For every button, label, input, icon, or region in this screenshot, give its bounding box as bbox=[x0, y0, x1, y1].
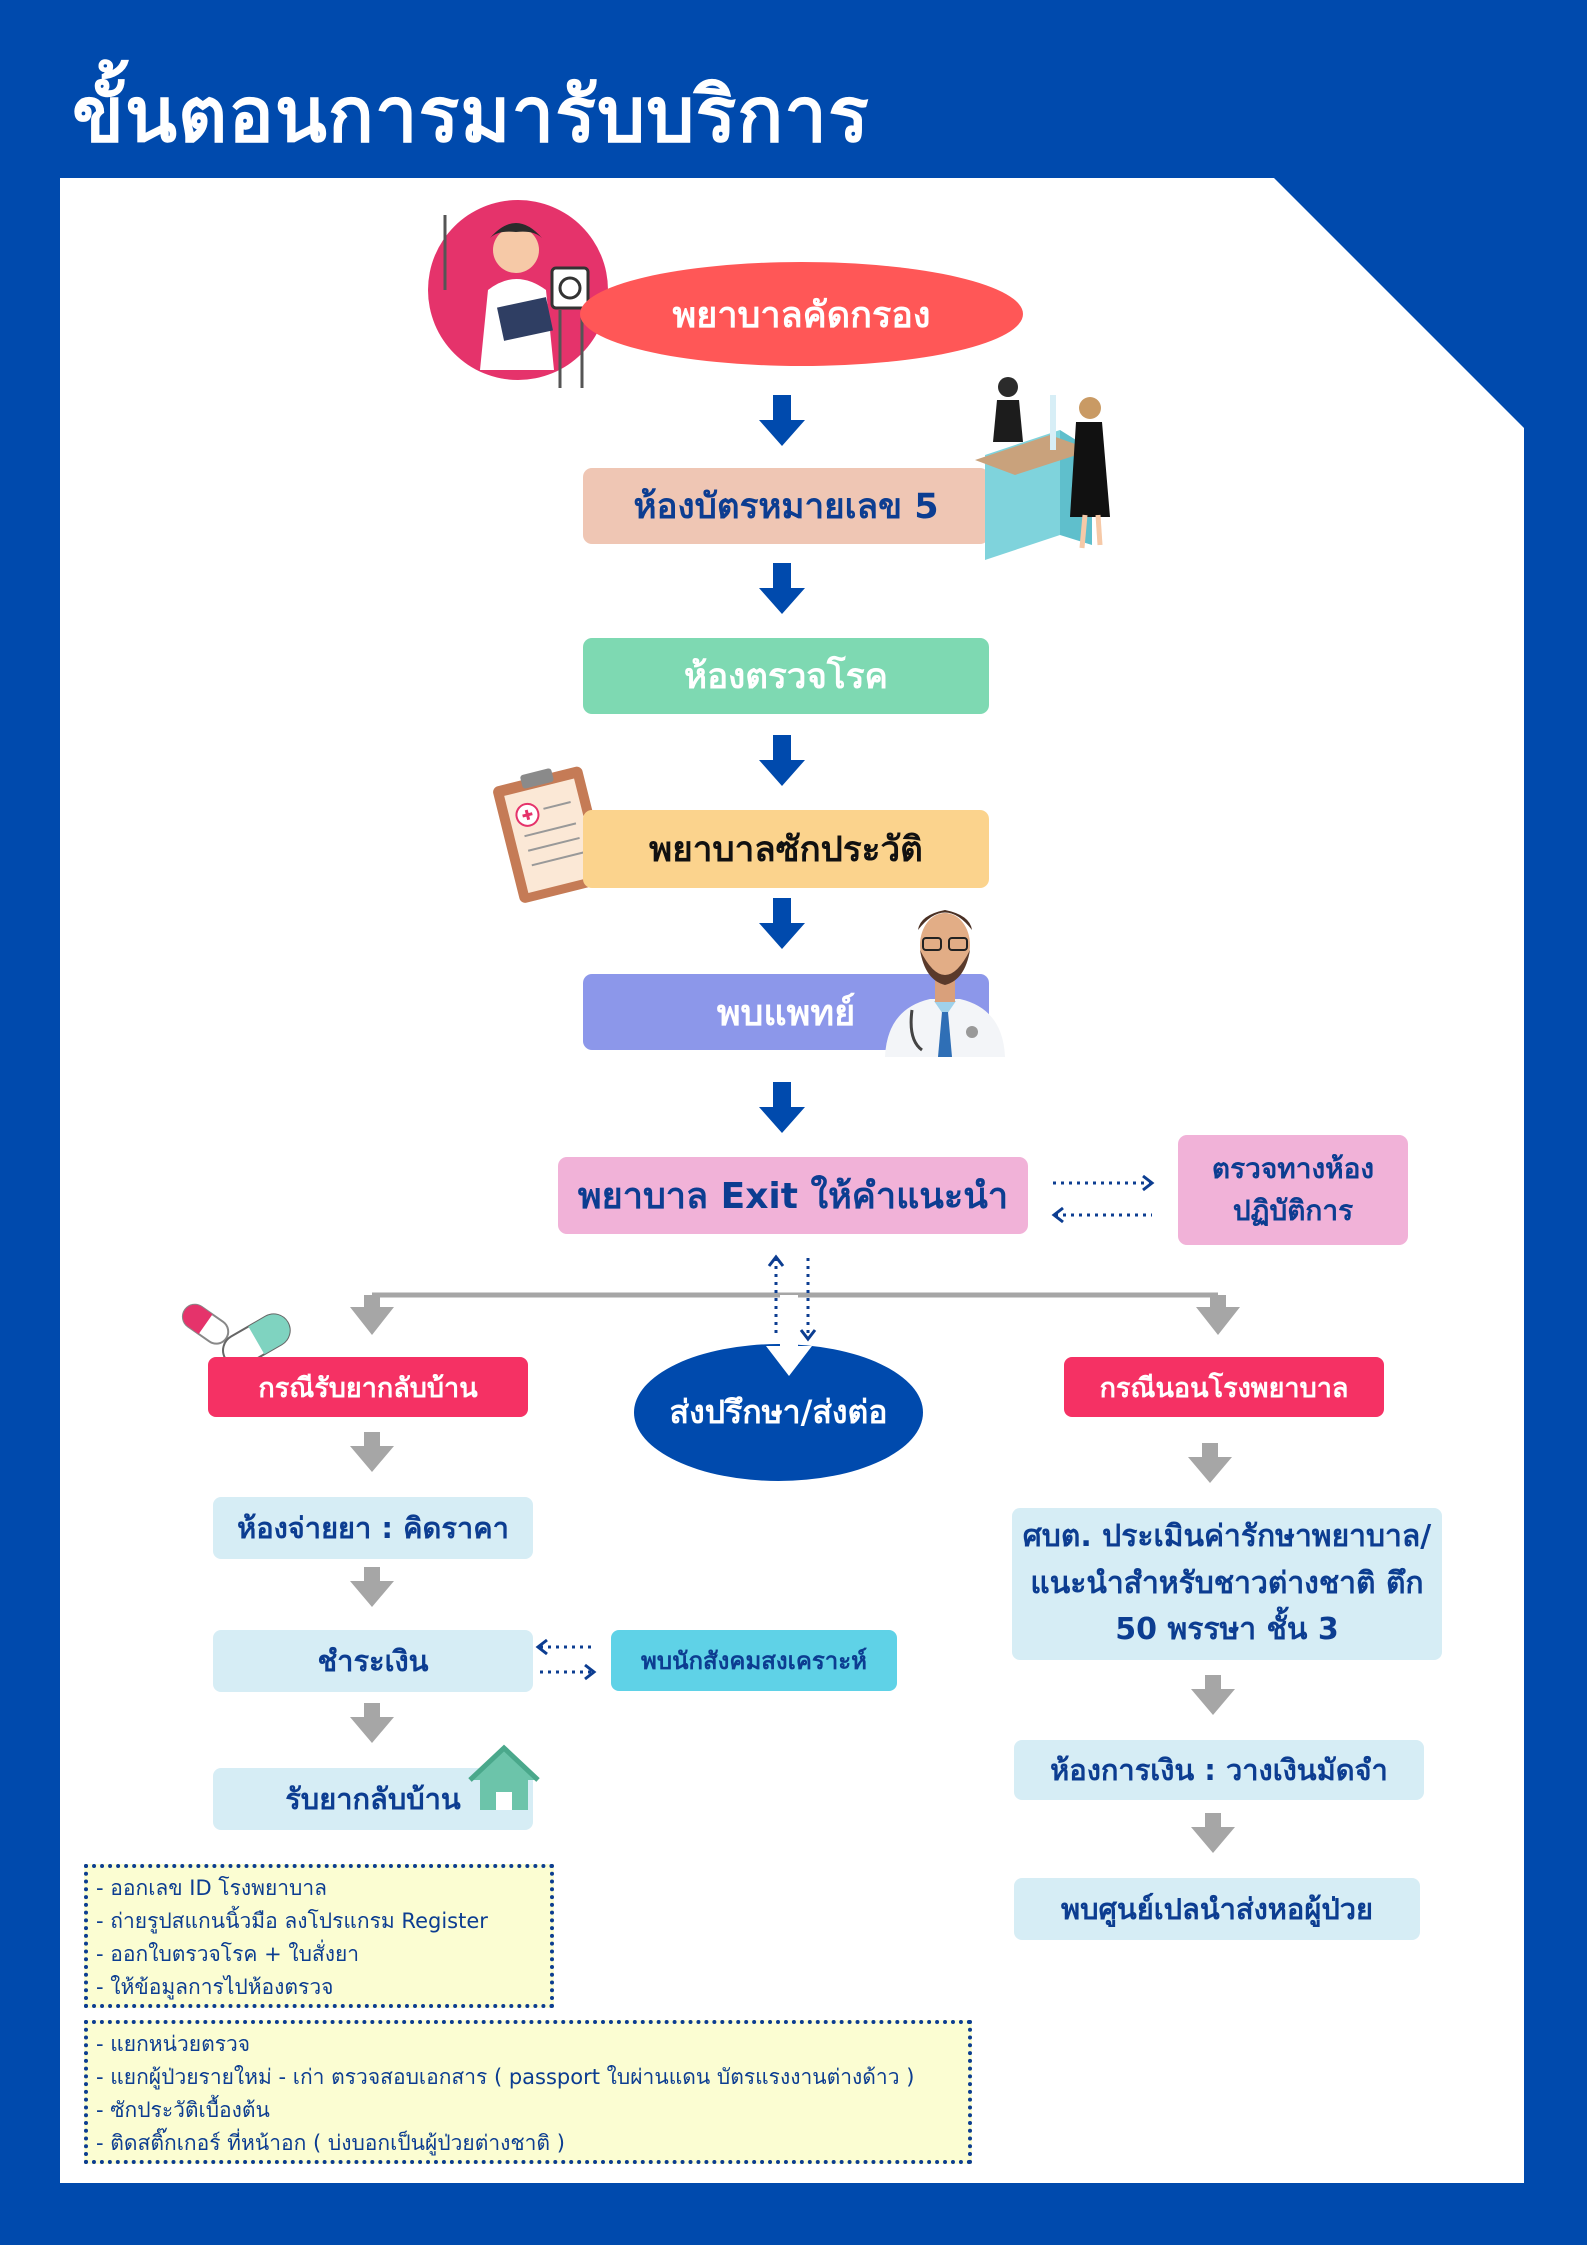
arrow-branch-right bbox=[1196, 1295, 1240, 1335]
note-item: - ถ่ายรูปสแกนนิ้วมือ ลงโปรแกรม Register bbox=[96, 1909, 488, 1933]
social-worker-step: พบนักสังคมสงเคราะห์ bbox=[611, 1630, 897, 1691]
arrow-branch-left bbox=[350, 1295, 394, 1335]
note-item: - ออกใบตรวจโรค + ใบสั่งยา bbox=[96, 1942, 360, 1966]
lab-step: ตรวจทางห้อง ปฏิบัติการ bbox=[1178, 1135, 1408, 1245]
note-item: - ให้ข้อมูลการไปห้องตรวจ bbox=[96, 1975, 334, 1999]
receive-home-label: รับยากลับบ้าน bbox=[285, 1782, 461, 1816]
card-room-notes: - ออกเลข ID โรงพยาบาล - ถ่ายรูปสแกนนิ้วม… bbox=[84, 1864, 554, 2008]
arrow-home-2 bbox=[350, 1567, 394, 1607]
note-item: - แยกหน่วยตรวจ bbox=[96, 2032, 251, 2056]
card-room-step: ห้องบัตรหมายเลข 5 bbox=[583, 468, 989, 544]
case-home-label: กรณีรับยากลับบ้าน bbox=[208, 1357, 528, 1417]
case-admit-label: กรณีนอนโรงพยาบาล bbox=[1064, 1357, 1384, 1417]
arrow-down-1 bbox=[759, 395, 805, 446]
note-item: - ติดสติ๊กเกอร์ ที่หน้าอก ( บ่งบอกเป็นผู… bbox=[96, 2131, 565, 2155]
arrow-home-1 bbox=[350, 1432, 394, 1472]
triage-step: พยาบาลคัดกรอง bbox=[580, 262, 1023, 366]
triage-notes: - แยกหน่วยตรวจ - แยกผู้ป่วยรายใหม่ - เก่… bbox=[84, 2020, 972, 2164]
assess-line-2: แนะนำสำหรับชาวต่างชาติ ตึก bbox=[1030, 1565, 1424, 1601]
note-item: - ซักประวัติเบื้องต้น bbox=[96, 2098, 270, 2122]
arrow-admit-3 bbox=[1191, 1813, 1235, 1853]
arrow-admit-2 bbox=[1191, 1675, 1235, 1715]
pharmacy-step: ห้องจ่ายยา : คิดราคา bbox=[213, 1497, 533, 1559]
assess-line-3: 50 พรรษา ชั้น 3 bbox=[1115, 1612, 1339, 1648]
exit-nurse-step: พยาบาล Exit ให้คำแนะนำ bbox=[558, 1157, 1028, 1234]
arrow-home-3 bbox=[350, 1703, 394, 1743]
payment-step: ชำระเงิน bbox=[213, 1630, 533, 1692]
arrow-down-4 bbox=[759, 898, 805, 949]
arrow-down-5 bbox=[759, 1082, 805, 1133]
note-item: - แยกผู้ป่วยรายใหม่ - เก่า ตรวจสอบเอกสาร… bbox=[96, 2065, 915, 2089]
assess-line-1: ศบต. ประเมินค่ารักษาพยาบาล/ bbox=[1022, 1519, 1432, 1555]
page-title: ขั้นตอนการมารับบริการ bbox=[72, 70, 870, 159]
consult-step: ส่งปรึกษา/ส่งต่อ bbox=[634, 1344, 923, 1481]
history-step: พยาบาลซักประวัติ bbox=[583, 810, 989, 888]
arrow-admit-1 bbox=[1188, 1443, 1232, 1483]
note-item: - ออกเลข ID โรงพยาบาล bbox=[96, 1876, 328, 1900]
foreigner-assessment-step: ศบต. ประเมินค่ารักษาพยาบาล/ แนะนำสำหรับช… bbox=[1012, 1508, 1442, 1660]
lab-line-1: ตรวจทางห้อง bbox=[1211, 1152, 1375, 1185]
exam-room-step: ห้องตรวจโรค bbox=[583, 638, 989, 714]
arrow-down-3 bbox=[759, 735, 805, 786]
ward-transfer-step: พบศูนย์เปลนำส่งหอผู้ป่วย bbox=[1014, 1878, 1420, 1940]
arrow-down-2 bbox=[759, 563, 805, 614]
finance-step: ห้องการเงิน : วางเงินมัดจำ bbox=[1014, 1740, 1424, 1800]
lab-line-2: ปฏิบัติการ bbox=[1232, 1194, 1354, 1227]
